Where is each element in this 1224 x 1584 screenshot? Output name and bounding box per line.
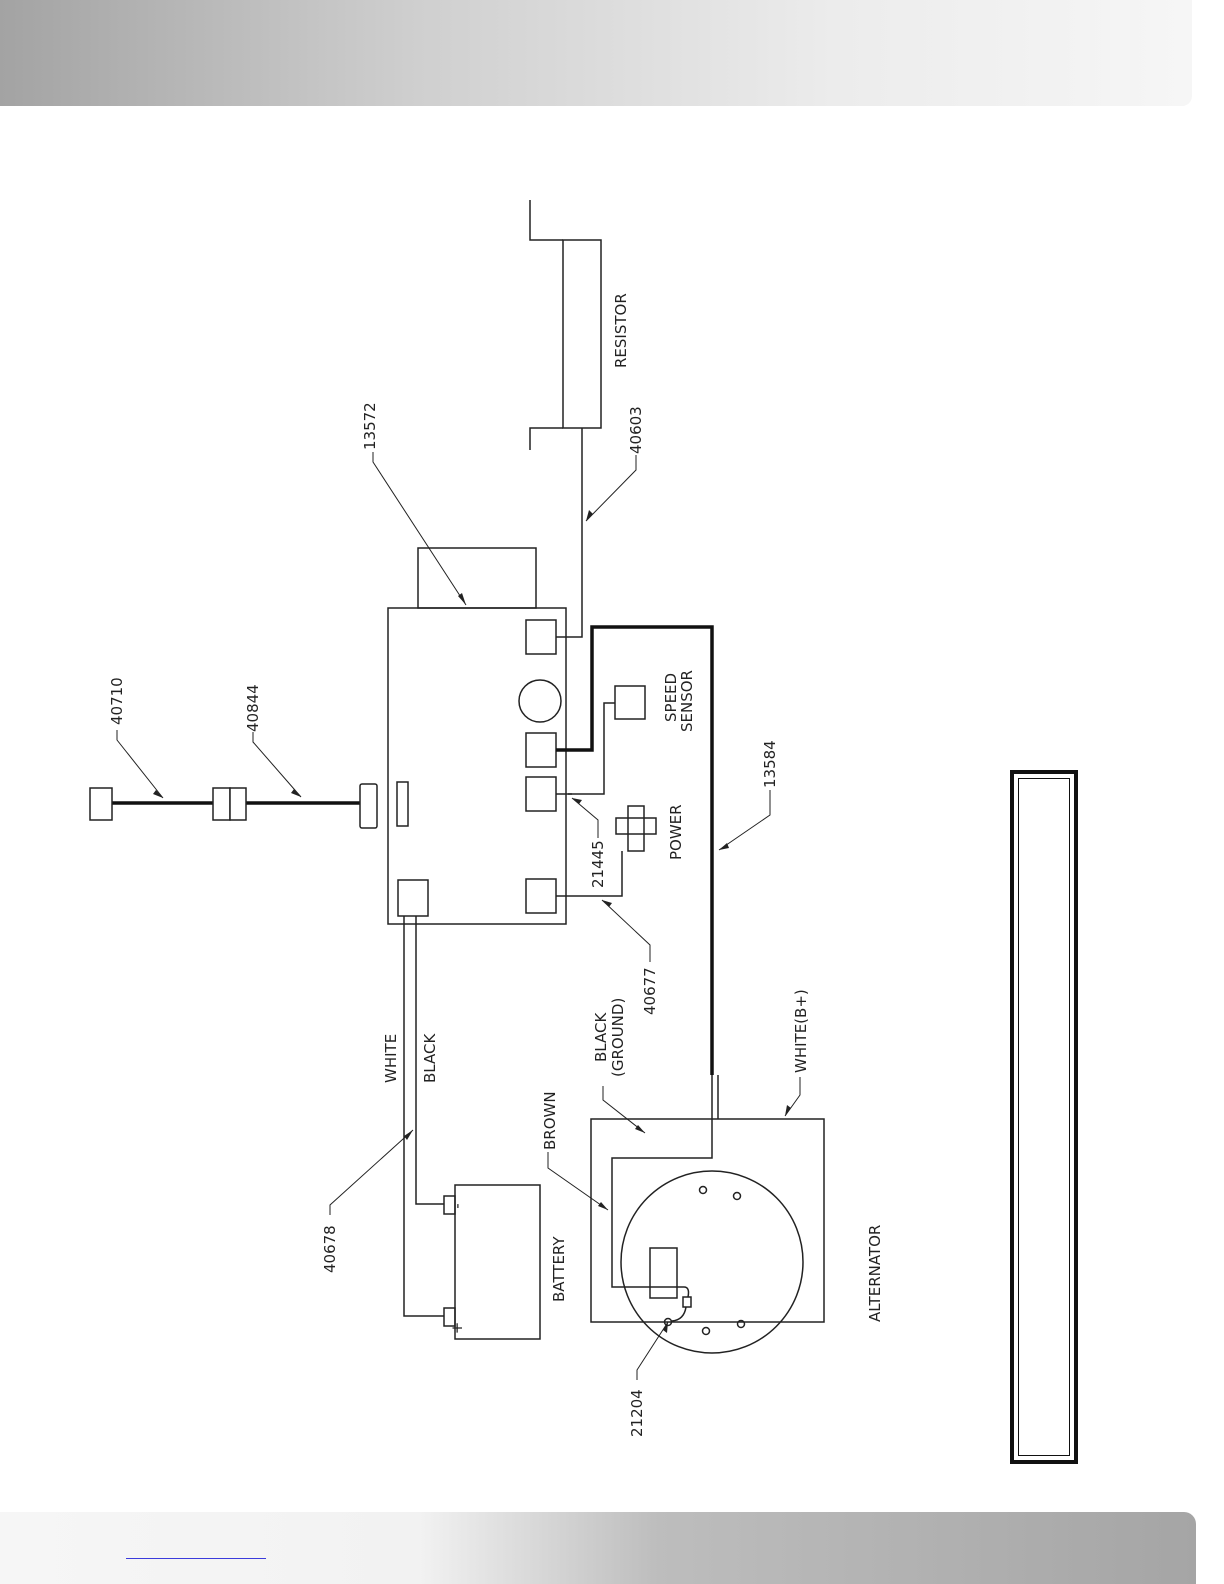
label-brown: BROWN xyxy=(541,1091,559,1150)
part-number-power-cable: 40677 xyxy=(641,967,659,1015)
label-white: WHITE xyxy=(382,1034,400,1083)
controller-port-speed xyxy=(526,777,556,811)
battery-wire-white xyxy=(404,916,444,1316)
label-battery: BATTERY xyxy=(550,1236,568,1302)
controller-port-battery xyxy=(398,880,428,916)
resistor-wire xyxy=(556,428,582,637)
label-alternator: ALTERNATOR xyxy=(866,1225,884,1322)
label-white-b-plus: WHITE(B+) xyxy=(792,989,810,1073)
alternator-lead-plug xyxy=(683,1297,691,1307)
part-number-speed-cable: 21445 xyxy=(589,840,607,888)
alternator-bolt xyxy=(703,1328,710,1335)
resistor-body xyxy=(563,240,601,428)
alternator-connector xyxy=(650,1248,677,1298)
battery-plus-label: + xyxy=(448,1322,466,1335)
label-black-ground-line1: BLACK xyxy=(592,1012,610,1062)
part-number-battery-cable: 40678 xyxy=(321,1225,339,1273)
power-switch-stem xyxy=(628,806,644,851)
footer-band xyxy=(0,1512,1196,1584)
part-number-alternator-lead: 21204 xyxy=(628,1389,646,1437)
cable-inline-connector xyxy=(213,788,230,820)
battery-body xyxy=(455,1185,540,1339)
part-number-alternator-cable: 13584 xyxy=(761,740,779,788)
part-number-40844: 40844 xyxy=(244,684,262,732)
controller-port-resistor xyxy=(526,620,556,654)
label-speed-sensor-line2: SENSOR xyxy=(678,670,696,732)
resistor-bottom-lead xyxy=(530,428,563,450)
label-power: POWER xyxy=(667,804,685,860)
speed-sensor-body xyxy=(615,686,645,719)
power-switch-body xyxy=(616,818,656,834)
part-number-controller: 13572 xyxy=(361,402,379,450)
leader-lines xyxy=(117,452,800,1380)
note-box-inner-frame xyxy=(1018,778,1070,1456)
label-resistor: RESISTOR xyxy=(612,293,630,368)
part-number-40710: 40710 xyxy=(108,677,126,725)
controller-port-alternator xyxy=(526,733,556,767)
controller-mount-bracket xyxy=(418,548,536,608)
note-box xyxy=(1010,770,1078,1464)
controller-knob xyxy=(519,680,561,722)
label-black-ground-line2: (GROUND) xyxy=(609,998,627,1077)
part-number-resistor-cable: 40603 xyxy=(627,406,645,454)
controller-cable-plug xyxy=(360,784,377,828)
battery-minus-label: - xyxy=(448,1203,466,1208)
alternator-bolt xyxy=(734,1193,741,1200)
cable-end-connector xyxy=(90,788,112,820)
resistor-top-lead xyxy=(530,200,563,240)
cable-inline-connector xyxy=(230,788,246,820)
controller-slot xyxy=(397,782,408,826)
footer-link[interactable] xyxy=(126,1558,266,1559)
alternator-bolt xyxy=(700,1187,707,1194)
alternator-housing xyxy=(621,1171,803,1353)
controller-port-power xyxy=(526,879,556,913)
brown-wire xyxy=(612,1075,712,1287)
label-black: BLACK xyxy=(421,1033,439,1083)
controller-box xyxy=(388,608,566,924)
